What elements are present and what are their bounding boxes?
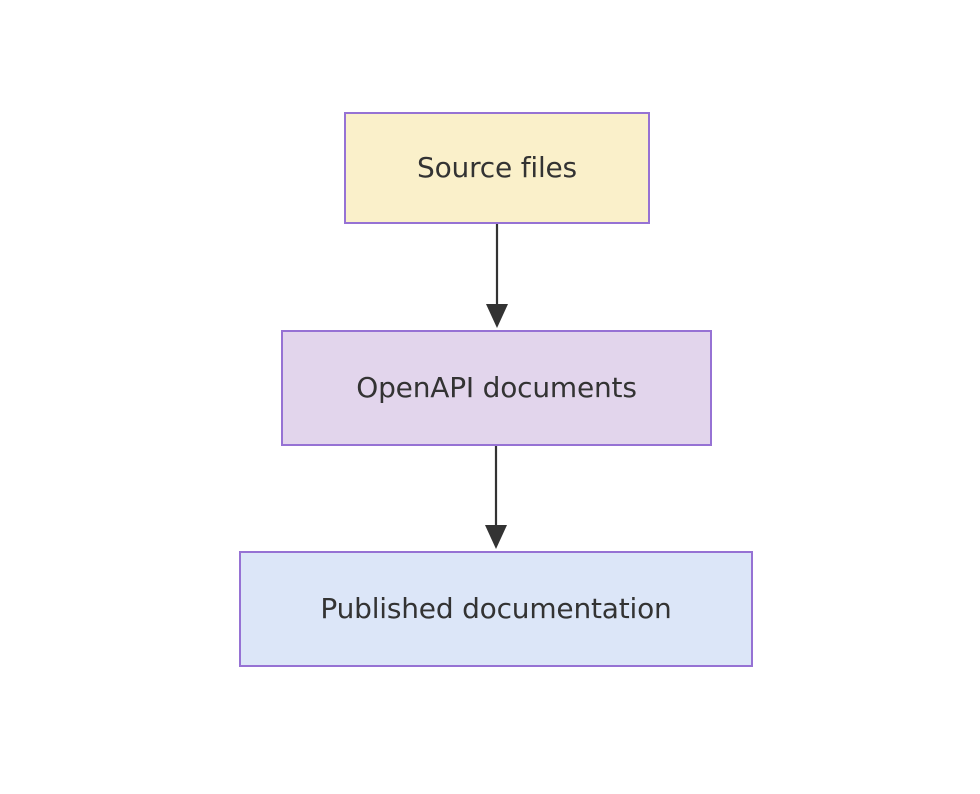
node-published-documentation[interactable]: Published documentation bbox=[239, 551, 753, 667]
edge-source-to-openapi bbox=[486, 224, 508, 328]
node-source-files-label: Source files bbox=[417, 151, 577, 185]
node-openapi-documents[interactable]: OpenAPI documents bbox=[281, 330, 712, 446]
node-openapi-documents-label: OpenAPI documents bbox=[356, 371, 637, 405]
edge-arrowhead-openapi-to-published bbox=[485, 525, 507, 549]
node-published-documentation-label: Published documentation bbox=[320, 592, 672, 626]
edge-arrowhead-source-to-openapi bbox=[486, 304, 508, 328]
node-source-files[interactable]: Source files bbox=[344, 112, 650, 224]
edge-openapi-to-published bbox=[485, 446, 507, 549]
